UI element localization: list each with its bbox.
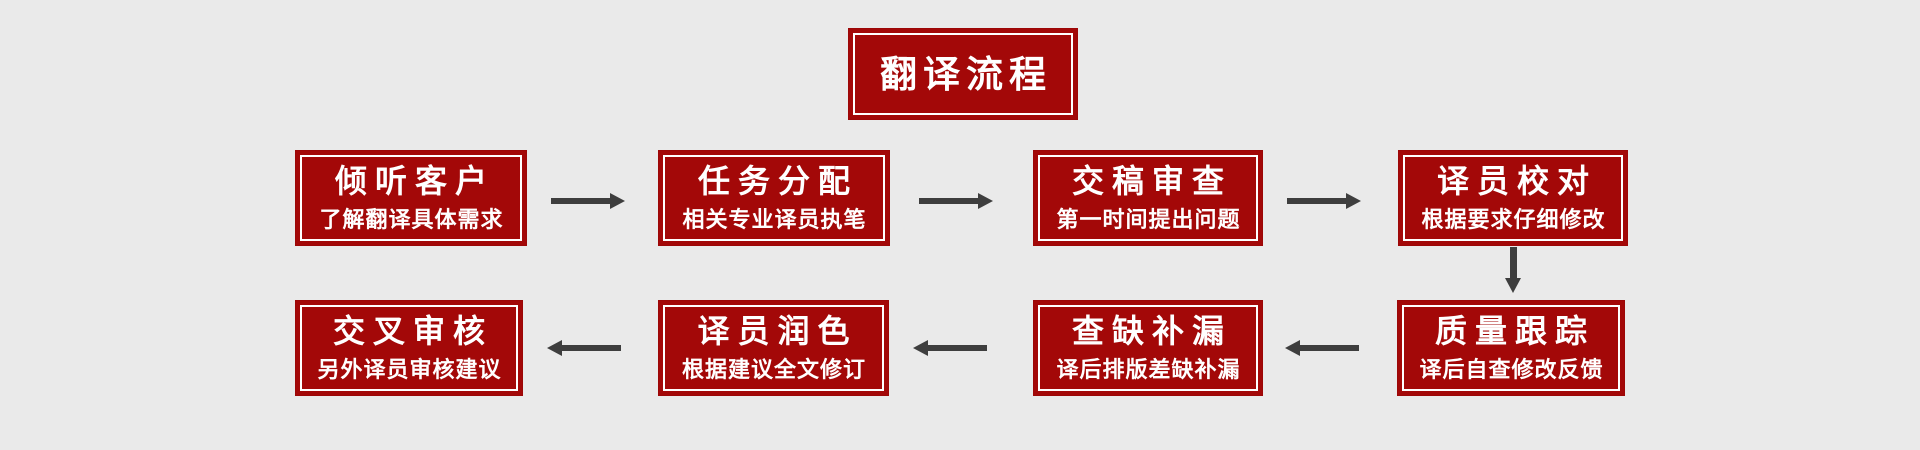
step-box-gap-filling: 查缺补漏 译后排版差缺补漏 bbox=[1033, 300, 1263, 396]
flowchart-title: 翻译流程 bbox=[880, 52, 1052, 96]
arrow-left-icon bbox=[913, 340, 987, 356]
arrow-down-icon bbox=[1505, 247, 1521, 293]
step-box-listen-customer: 倾听客户 了解翻译具体需求 bbox=[295, 150, 527, 246]
arrow-right-icon bbox=[551, 193, 625, 209]
step-title: 倾听客户 bbox=[334, 161, 495, 200]
arrow-left-icon bbox=[1285, 340, 1359, 356]
step-title: 任务分配 bbox=[697, 161, 858, 200]
step-subtitle: 另外译员审核建议 bbox=[317, 357, 502, 383]
step-box-cross-review: 交叉审核 另外译员审核建议 bbox=[295, 300, 523, 396]
arrow-left-icon bbox=[547, 340, 621, 356]
step-box-translator-polishing: 译员润色 根据建议全文修订 bbox=[658, 300, 889, 396]
step-subtitle: 译后自查修改反馈 bbox=[1419, 357, 1604, 383]
step-subtitle: 了解翻译具体需求 bbox=[319, 207, 504, 233]
step-subtitle: 根据建议全文修订 bbox=[681, 357, 866, 383]
step-title: 交稿审查 bbox=[1071, 161, 1232, 200]
flowchart-title-box: 翻译流程 bbox=[848, 28, 1078, 120]
step-box-task-assignment: 任务分配 相关专业译员执笔 bbox=[658, 150, 890, 246]
step-title: 质量跟踪 bbox=[1434, 311, 1595, 350]
step-title: 译员校对 bbox=[1436, 161, 1597, 200]
step-box-quality-tracking: 质量跟踪 译后自查修改反馈 bbox=[1397, 300, 1625, 396]
step-box-translator-proofreading: 译员校对 根据要求仔细修改 bbox=[1398, 150, 1628, 246]
step-title: 交叉审核 bbox=[332, 311, 493, 350]
step-title: 查缺补漏 bbox=[1071, 311, 1232, 350]
arrow-right-icon bbox=[1287, 193, 1361, 209]
arrow-right-icon bbox=[919, 193, 993, 209]
step-box-submission-review: 交稿审查 第一时间提出问题 bbox=[1033, 150, 1263, 246]
step-title: 译员润色 bbox=[697, 311, 858, 350]
step-subtitle: 第一时间提出问题 bbox=[1056, 207, 1241, 233]
step-subtitle: 根据要求仔细修改 bbox=[1421, 207, 1606, 233]
step-subtitle: 译后排版差缺补漏 bbox=[1056, 357, 1241, 383]
step-subtitle: 相关专业译员执笔 bbox=[682, 207, 867, 233]
